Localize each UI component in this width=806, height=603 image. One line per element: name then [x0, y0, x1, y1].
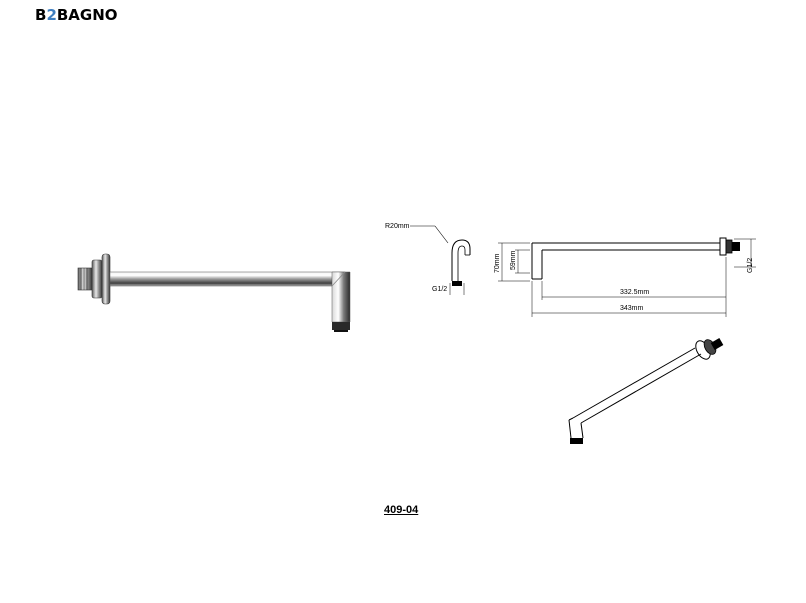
thread-label-side: G1/2: [432, 286, 447, 293]
brand-logo: B2BAGNO: [35, 6, 118, 24]
side-view-drawing: R20mm G1/2: [385, 223, 471, 295]
height-outer-label: 70mm: [494, 253, 501, 273]
thread-label-front: G1/2: [747, 258, 754, 273]
length-inner-label: 332.5mm: [620, 289, 649, 296]
length-total-label: 343mm: [620, 305, 644, 312]
isometric-view-drawing: [568, 338, 724, 444]
radius-label: R20mm: [385, 223, 410, 230]
front-view-drawing: G1/2 70mm 59mm 332.5mm 343mm: [494, 237, 756, 317]
height-inner-label: 59mm: [510, 250, 517, 270]
product-photo: [77, 253, 351, 332]
brand-letter-b: B: [35, 6, 47, 24]
brand-digit-2: 2: [46, 6, 57, 24]
brand-word-bagno: BAGNO: [56, 6, 118, 24]
model-code: 409-04: [384, 504, 419, 516]
